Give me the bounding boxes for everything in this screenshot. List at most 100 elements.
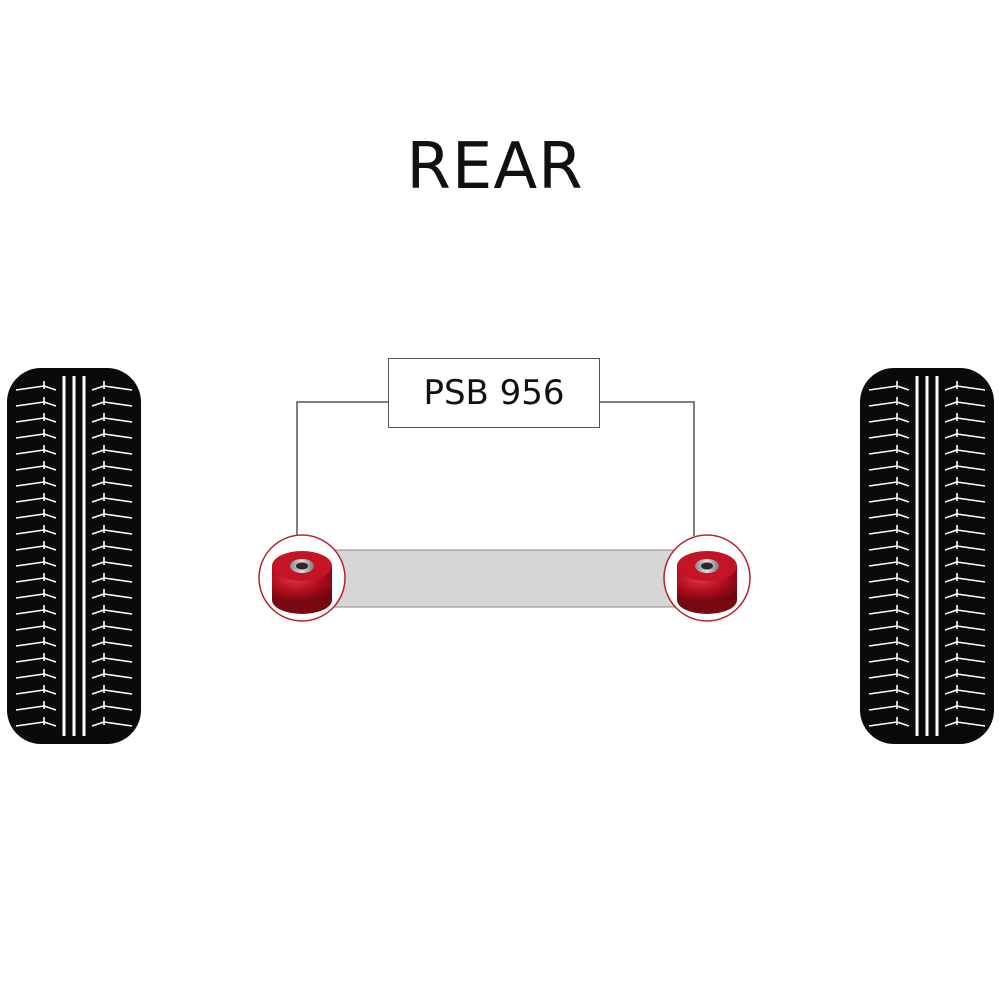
tread-line <box>868 433 898 439</box>
tread-line <box>103 689 133 695</box>
tread-line <box>91 577 105 583</box>
tread-line <box>91 401 105 407</box>
tread-line <box>91 545 105 551</box>
tread-line <box>91 497 105 503</box>
tread-line <box>896 641 910 647</box>
tread-line <box>868 513 898 519</box>
tread-line <box>91 625 105 631</box>
tread-line <box>944 561 958 567</box>
tread-line <box>15 529 45 535</box>
tread-line <box>15 641 45 647</box>
tread-line <box>103 561 133 567</box>
tread-line <box>15 385 45 391</box>
tread-line <box>91 705 105 711</box>
tread-line <box>896 513 910 519</box>
callout-lines <box>296 401 695 536</box>
tread-line <box>896 705 910 711</box>
tread-line <box>43 705 57 711</box>
tread-line <box>868 625 898 631</box>
tread-line <box>43 417 57 423</box>
tread-line <box>896 593 910 599</box>
tread-line <box>944 497 958 503</box>
tread-line <box>896 625 910 631</box>
tread-line <box>896 401 910 407</box>
tread-line <box>91 481 105 487</box>
right-tyre-icon <box>860 368 994 744</box>
tread-line <box>43 673 57 679</box>
tread-line <box>103 433 133 439</box>
tread-line <box>15 481 45 487</box>
diagram-title: REAR <box>406 130 584 204</box>
tread-line <box>868 417 898 423</box>
tread-line <box>43 545 57 551</box>
tread-line <box>944 721 958 727</box>
tread-line <box>15 673 45 679</box>
tread-line <box>43 577 57 583</box>
tread-line <box>956 577 986 583</box>
tread-line <box>15 721 45 727</box>
tread-line <box>15 657 45 663</box>
tread-line <box>944 385 958 391</box>
tread-line <box>15 625 45 631</box>
tread-line <box>956 545 986 551</box>
tread-line <box>868 673 898 679</box>
tread-line <box>944 433 958 439</box>
tread-groove <box>915 376 919 736</box>
tread-line <box>43 401 57 407</box>
tread-line <box>43 625 57 631</box>
tread-line <box>868 577 898 583</box>
tread-line <box>956 657 986 663</box>
tread-line <box>15 609 45 615</box>
tread-line <box>43 513 57 519</box>
tread-line <box>43 529 57 535</box>
tread-line <box>868 481 898 487</box>
tread-line <box>896 417 910 423</box>
tread-line <box>103 705 133 711</box>
tread-line <box>896 497 910 503</box>
tread-groove <box>935 376 939 736</box>
tread-line <box>15 689 45 695</box>
tread-line <box>91 529 105 535</box>
tread-groove <box>72 376 76 736</box>
tread-line <box>103 545 133 551</box>
tread-line <box>956 433 986 439</box>
tread-line <box>944 449 958 455</box>
tread-line <box>43 609 57 615</box>
part-number-label: PSB 956 <box>388 358 600 428</box>
tread-line <box>868 385 898 391</box>
tread-line <box>956 497 986 503</box>
tread-line <box>944 657 958 663</box>
tread-line <box>956 609 986 615</box>
callout-line-left <box>296 401 388 536</box>
tread-line <box>103 385 133 391</box>
tread-line <box>103 513 133 519</box>
tread-line <box>91 561 105 567</box>
tread-line <box>15 593 45 599</box>
tread-line <box>103 401 133 407</box>
tread-groove <box>925 376 929 736</box>
tread-line <box>956 385 986 391</box>
tread-line <box>103 673 133 679</box>
tread-line <box>103 721 133 727</box>
tread-line <box>896 561 910 567</box>
tread-line <box>956 689 986 695</box>
tread-line <box>944 465 958 471</box>
tread-line <box>956 673 986 679</box>
tread-line <box>868 561 898 567</box>
tread-line <box>868 689 898 695</box>
tread-line <box>956 641 986 647</box>
tread-line <box>91 593 105 599</box>
tread-line <box>103 625 133 631</box>
tread-line <box>944 529 958 535</box>
tread-line <box>15 449 45 455</box>
tread-line <box>956 513 986 519</box>
tread-line <box>956 529 986 535</box>
tread-line <box>91 689 105 695</box>
tread-line <box>956 721 986 727</box>
tread-line <box>896 465 910 471</box>
tread-line <box>43 497 57 503</box>
axle-bar <box>321 549 683 608</box>
tread-line <box>944 689 958 695</box>
callout-line-right <box>600 401 695 536</box>
tread-line <box>91 657 105 663</box>
